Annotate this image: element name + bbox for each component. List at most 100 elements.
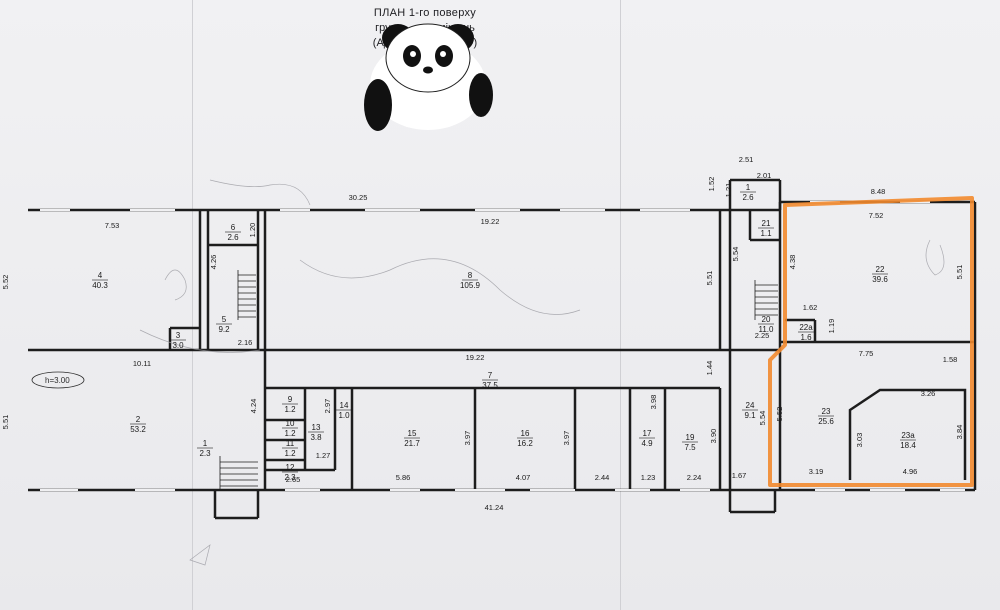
dimension-label: 7.52 bbox=[869, 211, 884, 220]
dimension-label: 2.25 bbox=[755, 331, 770, 340]
room-number: 19 bbox=[686, 433, 695, 442]
dimension-label: 19.22 bbox=[481, 217, 500, 226]
dimension-label: 5.54 bbox=[758, 411, 767, 426]
dimension-label: 4.24 bbox=[249, 399, 258, 414]
room-area: 7.5 bbox=[684, 443, 696, 452]
dimension-labels: 30.2519.227.535.524.261.202.165.5110.111… bbox=[1, 155, 964, 512]
room-area: 18.4 bbox=[900, 441, 916, 450]
dimension-label: 2.97 bbox=[323, 399, 332, 414]
dimension-label: 5.52 bbox=[775, 407, 784, 422]
dimension-label: 5.52 bbox=[1, 275, 10, 290]
dimension-label: 2.16 bbox=[238, 338, 253, 347]
room-number: 21 bbox=[762, 219, 771, 228]
room-area: 1.2 bbox=[284, 429, 296, 438]
room-number: 5 bbox=[222, 315, 227, 324]
room-number: 13 bbox=[312, 423, 321, 432]
window-openings bbox=[40, 201, 965, 491]
dimension-label: 3.98 bbox=[649, 395, 658, 410]
room-area: 39.6 bbox=[872, 275, 888, 284]
dimension-label: 1.23 bbox=[641, 473, 656, 482]
room-number: 1 bbox=[746, 183, 751, 192]
room-number: 9 bbox=[288, 395, 293, 404]
room-number: 22a bbox=[799, 323, 813, 332]
room-number: 23a bbox=[901, 431, 915, 440]
dimension-label: 2.65 bbox=[286, 475, 301, 484]
dimension-label: 4.07 bbox=[516, 473, 531, 482]
room-area: 1.6 bbox=[800, 333, 812, 342]
room-number: 16 bbox=[521, 429, 530, 438]
dimension-label: 2.51 bbox=[739, 155, 754, 164]
dimension-label: 41.24 bbox=[485, 503, 504, 512]
dimension-label: 1.20 bbox=[248, 223, 257, 238]
room-area: 16.2 bbox=[517, 439, 533, 448]
room-number: 3 bbox=[176, 331, 181, 340]
walls bbox=[28, 178, 977, 520]
dimension-label: 5.51 bbox=[955, 265, 964, 280]
dimension-label: 1.44 bbox=[705, 361, 714, 376]
room-number: 1 bbox=[203, 439, 208, 448]
pencil-scribbles bbox=[139, 179, 945, 566]
dimension-label: 1.58 bbox=[943, 355, 958, 364]
room-area: 3.8 bbox=[310, 433, 322, 442]
dimension-label: 4.96 bbox=[903, 467, 918, 476]
dimension-label: 10.11 bbox=[133, 359, 151, 368]
dimension-label: 8.48 bbox=[871, 187, 886, 196]
room-number: 23 bbox=[822, 407, 831, 416]
room-number: 12 bbox=[286, 463, 295, 472]
room-number: 6 bbox=[231, 223, 236, 232]
dimension-label: 3.97 bbox=[562, 431, 571, 446]
stairs bbox=[219, 270, 778, 490]
room-area: 9.1 bbox=[744, 411, 756, 420]
dimension-label: 30.25 bbox=[349, 193, 368, 202]
room-number: 8 bbox=[468, 271, 473, 280]
room-area: 1.0 bbox=[338, 411, 350, 420]
room-number: 14 bbox=[340, 401, 349, 410]
panda-icon bbox=[364, 23, 493, 131]
dimension-label: 1.19 bbox=[827, 319, 836, 334]
room-area: 1.1 bbox=[760, 229, 772, 238]
dimension-label: 5.51 bbox=[1, 415, 10, 430]
dimension-label: 1.21 bbox=[724, 183, 733, 198]
room-number: 24 bbox=[746, 401, 755, 410]
dimension-label: 2.44 bbox=[595, 473, 610, 482]
room-area: 105.9 bbox=[460, 281, 481, 290]
dimension-label: 3.26 bbox=[921, 389, 936, 398]
dimension-label: 4.26 bbox=[209, 255, 218, 270]
height-note-circle bbox=[31, 371, 85, 389]
dimension-label: 3.84 bbox=[955, 425, 964, 440]
room-area: 53.2 bbox=[130, 425, 146, 434]
room-area: 25.6 bbox=[818, 417, 834, 426]
dimension-label: 7.53 bbox=[105, 221, 120, 230]
room-area: 2.6 bbox=[227, 233, 239, 242]
room-area: 4.9 bbox=[641, 439, 653, 448]
dimension-label: 3.97 bbox=[463, 431, 472, 446]
room-number: 15 bbox=[408, 429, 417, 438]
room-number: 4 bbox=[98, 271, 103, 280]
room-area: 40.3 bbox=[92, 281, 108, 290]
dimension-label: 19.22 bbox=[466, 353, 485, 362]
highlighted-area bbox=[768, 196, 974, 487]
room-number: 2 bbox=[136, 415, 141, 424]
dimension-label: 3.03 bbox=[855, 433, 864, 448]
dimension-label: 2.24 bbox=[687, 473, 702, 482]
plan-title: ПЛАН 1-го поверху bbox=[373, 7, 477, 19]
dimension-label: 7.75 bbox=[859, 349, 874, 358]
room-area: 2.6 bbox=[742, 193, 754, 202]
room-number: 17 bbox=[643, 429, 652, 438]
room-area: 37.5 bbox=[482, 381, 498, 390]
dimension-label: 4.38 bbox=[788, 255, 797, 270]
dimension-label: 3.19 bbox=[809, 467, 824, 476]
paper-fold bbox=[620, 0, 621, 610]
dimension-label: 1.67 bbox=[732, 471, 747, 480]
dimension-label: 1.62 bbox=[803, 303, 818, 312]
room-area: 21.7 bbox=[404, 439, 420, 448]
room-area: 9.2 bbox=[218, 325, 230, 334]
room-number: 10 bbox=[286, 419, 295, 428]
room-labels: 440.362.659.233.08105.912.6211.12011.022… bbox=[92, 183, 916, 482]
dimension-label: 1.52 bbox=[707, 177, 716, 192]
paper-fold bbox=[192, 0, 193, 610]
dimension-label: 3.90 bbox=[709, 429, 718, 444]
room-number: 20 bbox=[762, 315, 771, 324]
